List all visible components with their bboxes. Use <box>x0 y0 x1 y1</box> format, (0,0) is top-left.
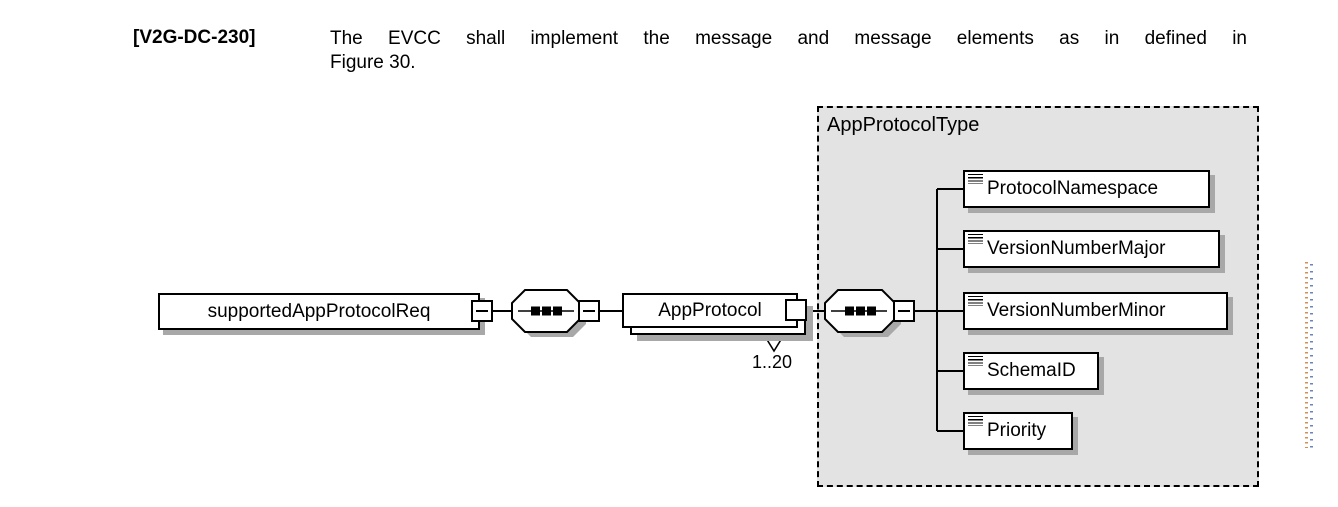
element-label: AppProtocol <box>658 299 762 321</box>
element-box-VersionNumberMajor: VersionNumberMajor <box>963 230 1220 268</box>
element-label: VersionNumberMinor <box>987 300 1166 321</box>
collapse-minus-icon <box>471 300 493 322</box>
vertical-watermark-icon <box>1304 262 1314 448</box>
element-box-supportedAppProtocolReq: supportedAppProtocolReq <box>158 293 480 330</box>
requirement-text: The EVCC shall implement the message and… <box>330 27 1247 75</box>
text-content-icon <box>968 296 983 306</box>
element-box-ProtocolNamespace: ProtocolNamespace <box>963 170 1210 208</box>
element-box-Priority: Priority <box>963 412 1073 450</box>
element-box-VersionNumberMinor: VersionNumberMinor <box>963 292 1228 330</box>
requirement-id: [V2G-DC-230] <box>133 27 256 48</box>
sequence-compositor-icon <box>824 289 901 337</box>
collapse-minus-icon <box>893 300 915 322</box>
requirement-line1: The EVCC shall implement the message and… <box>330 28 1247 49</box>
text-content-icon <box>968 356 983 366</box>
occurrence-label: 1..20 <box>751 352 793 372</box>
element-label: VersionNumberMajor <box>987 238 1166 259</box>
text-content-icon <box>968 174 983 184</box>
sequence-compositor-icon <box>511 289 586 337</box>
element-label: Priority <box>987 420 1047 441</box>
text-content-icon <box>968 234 983 244</box>
occurrence-notch <box>765 337 783 353</box>
element-label: ProtocolNamespace <box>987 178 1159 199</box>
text-content-icon <box>968 416 983 426</box>
element-box-SchemaID: SchemaID <box>963 352 1099 390</box>
expand-blank-icon <box>785 299 807 321</box>
complex-type-title: AppProtocolType <box>827 114 980 136</box>
element-label: supportedAppProtocolReq <box>207 300 431 322</box>
element-label: SchemaID <box>987 360 1076 381</box>
element-box-AppProtocol: AppProtocol <box>622 293 798 328</box>
connector-lines <box>493 188 963 432</box>
requirement-line2: Figure 30. <box>330 52 416 73</box>
collapse-minus-icon <box>578 300 600 322</box>
